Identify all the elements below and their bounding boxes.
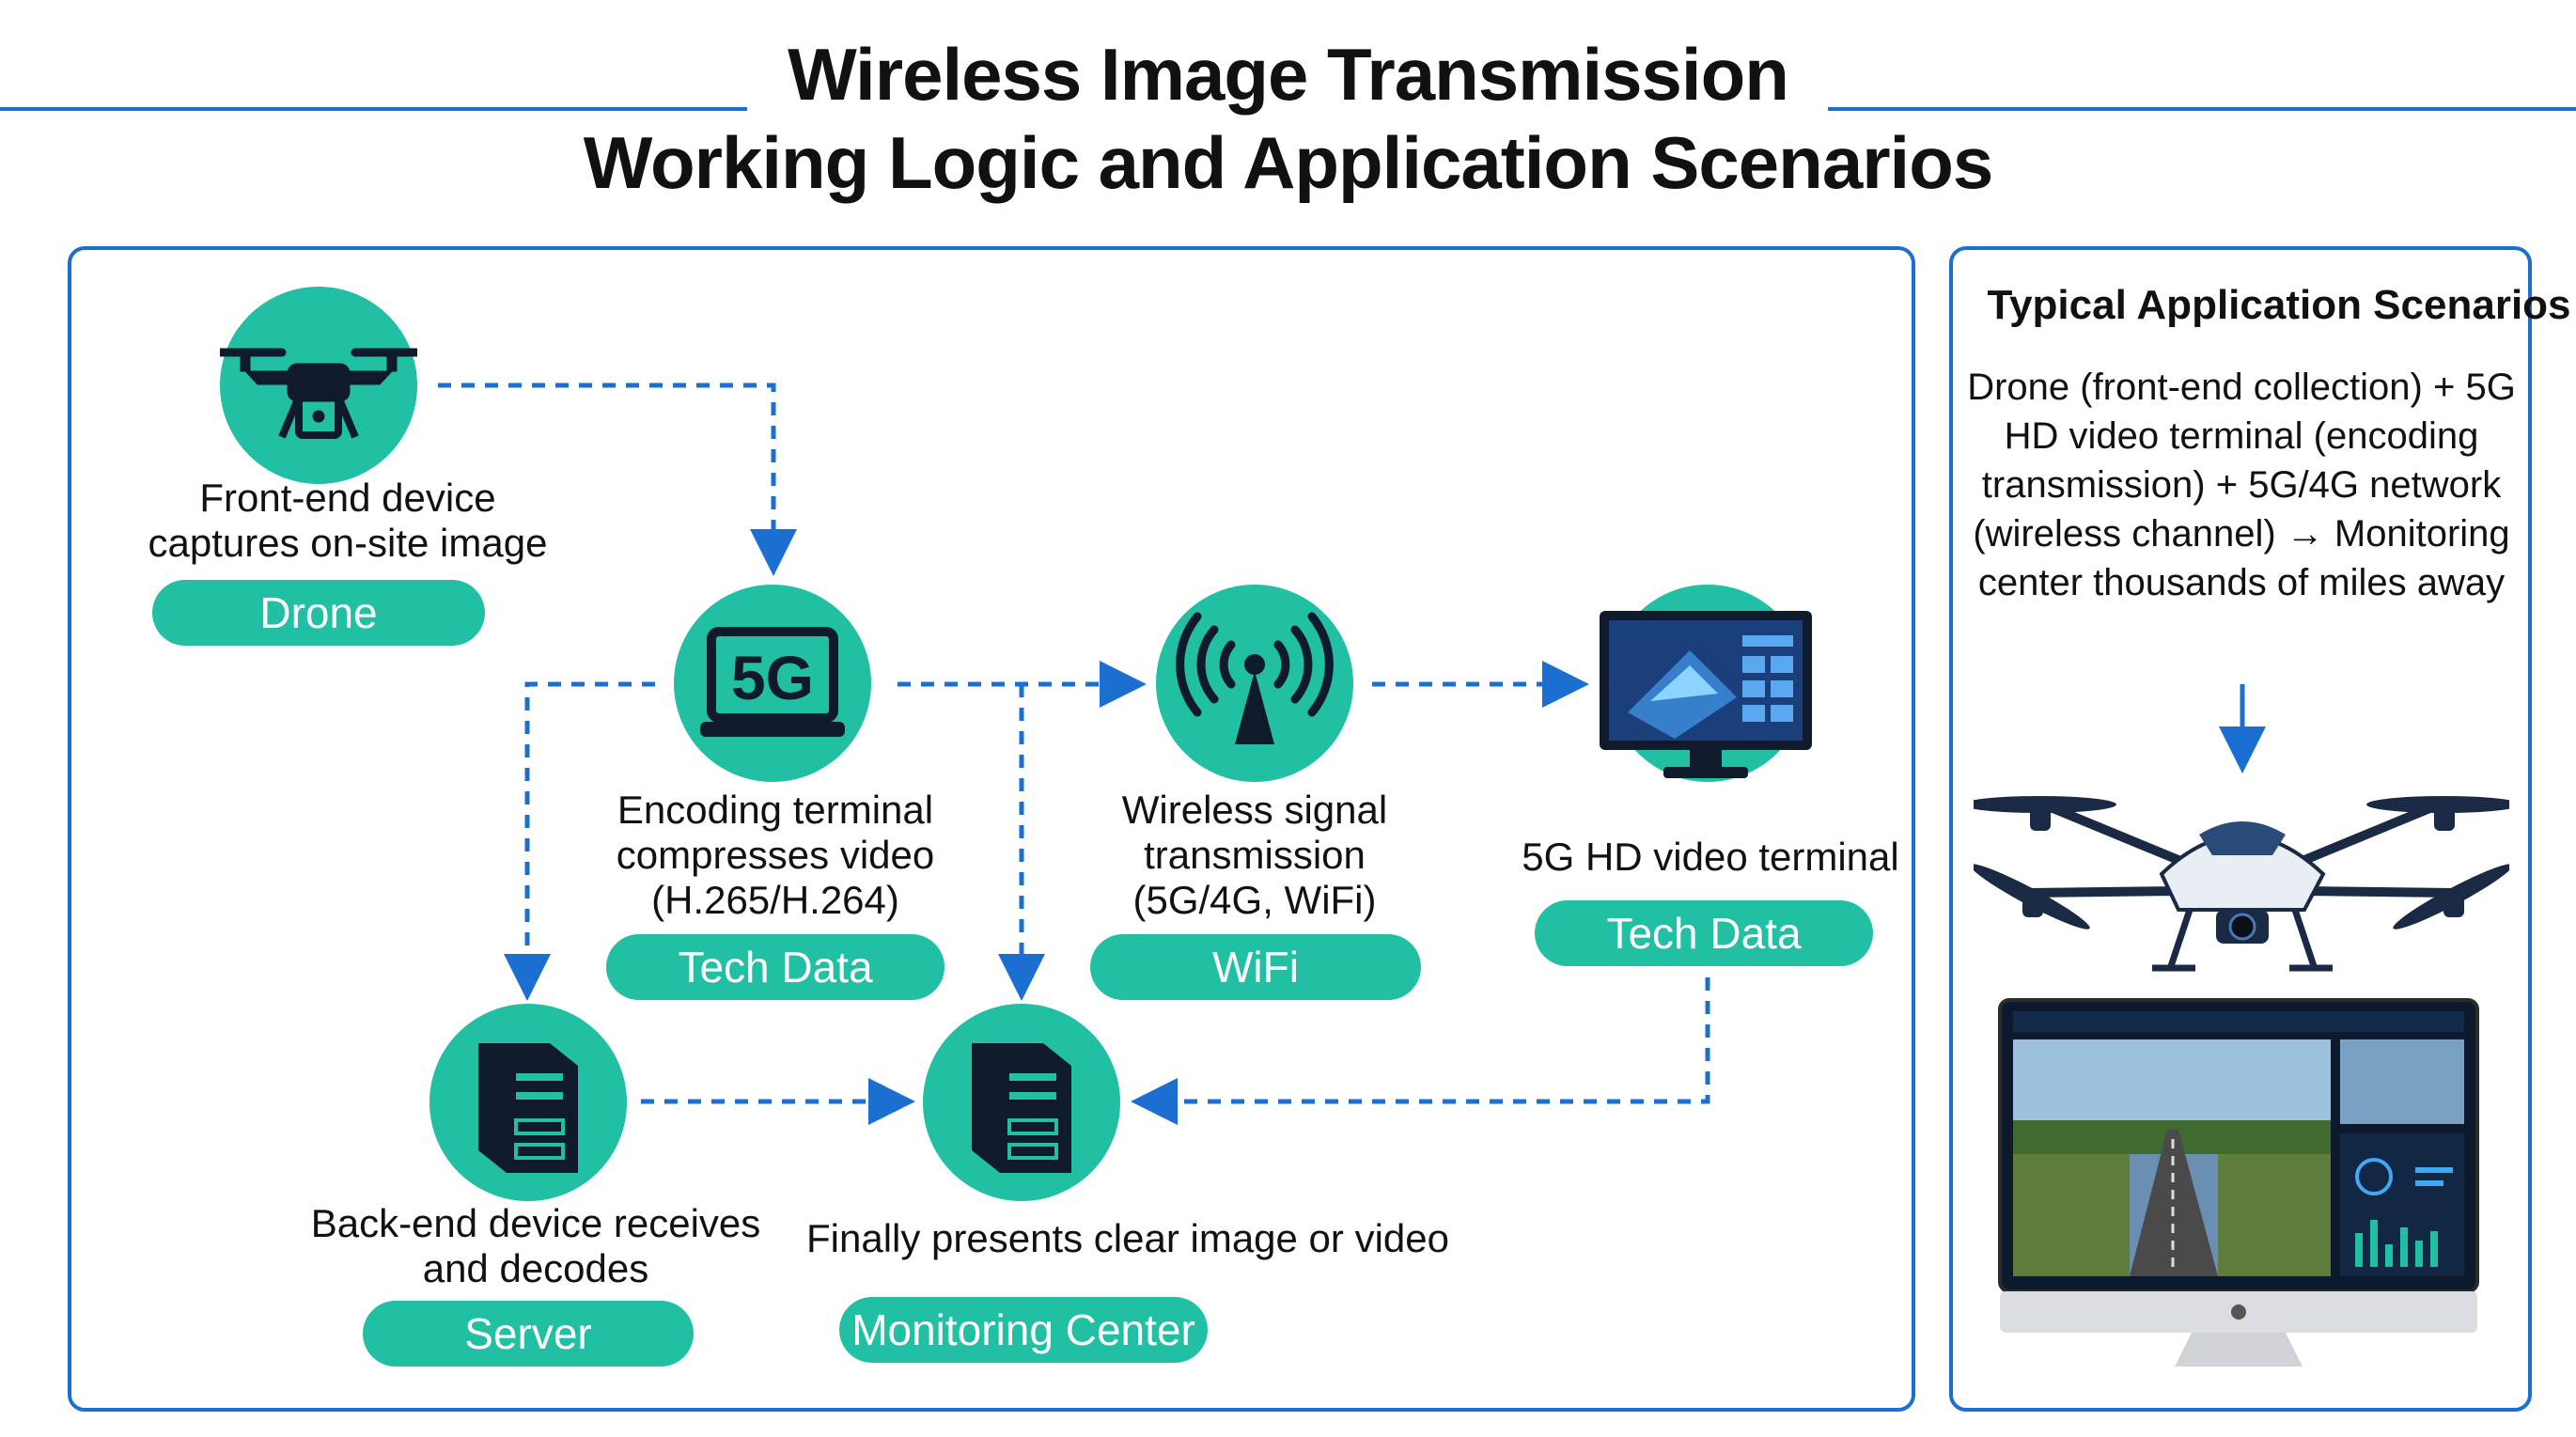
wireless-description: Wireless signal transmission (5G/4G, WiF… xyxy=(1121,788,1388,922)
wireless-node xyxy=(1156,585,1353,782)
scenarios-panel xyxy=(1949,246,2532,1412)
scenarios-description: Drone (front-end collection) + 5G HD vid… xyxy=(1967,367,2516,603)
monitoring-label: Monitoring Center xyxy=(839,1297,1208,1363)
wireless-label: WiFi xyxy=(1090,934,1421,1000)
page-title-line-2: Working Logic and Application Scenarios xyxy=(583,121,1994,204)
drone-icon xyxy=(220,348,417,439)
arrow-terminal-to-monitoring xyxy=(1131,977,1710,1125)
arrow-drone-to-encoder xyxy=(438,383,797,576)
monitor-icon xyxy=(1600,611,1812,778)
hd-terminal-label: Tech Data xyxy=(1535,900,1873,966)
hd-terminal-description: 5G HD video terminal xyxy=(1522,835,1899,879)
encoder-description: Encoding terminal compresses video (H.26… xyxy=(616,788,935,922)
monitoring-node xyxy=(923,1004,1120,1201)
scenarios-title: Typical Application Scenarios xyxy=(1987,282,2571,328)
5g-icon-text: 5G xyxy=(731,643,814,712)
server-description: Back-end device receives and decodes xyxy=(310,1201,761,1290)
workflow-panel xyxy=(68,246,1915,1412)
monitoring-screen-illustration xyxy=(1998,998,2479,1367)
arrow-encoder-to-server xyxy=(504,681,655,1001)
drone-node xyxy=(220,287,417,484)
drone-description: Front-end device captures on-site image xyxy=(148,476,548,565)
quadcopter-illustration xyxy=(1974,796,2509,972)
server-icon xyxy=(478,1043,578,1173)
monitoring-server-icon xyxy=(972,1043,1071,1173)
server-label: Server xyxy=(363,1301,694,1367)
5g-terminal-icon: 5G xyxy=(700,627,845,737)
drone-label: Drone xyxy=(152,580,485,646)
title-rule-right xyxy=(1828,107,2576,111)
signal-tower-icon xyxy=(1176,612,1334,744)
title-rule-left xyxy=(0,107,747,111)
server-node xyxy=(429,1004,627,1201)
page-title-line-1: Wireless Image Transmission xyxy=(788,33,1789,116)
monitoring-description: Finally presents clear image or video xyxy=(806,1216,1449,1260)
encoder-node: 5G xyxy=(674,585,871,782)
encoder-label: Tech Data xyxy=(606,934,945,1000)
